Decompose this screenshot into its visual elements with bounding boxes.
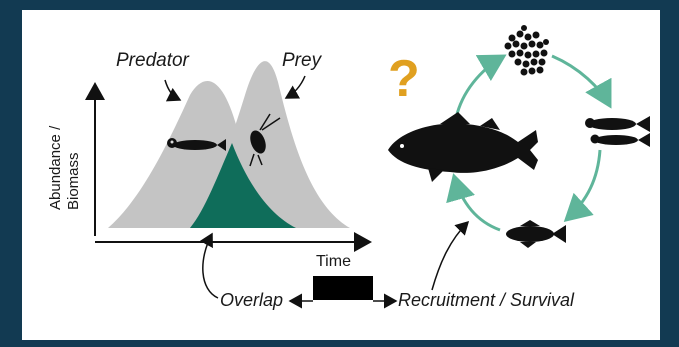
question-mark: ? bbox=[388, 50, 420, 108]
adult-fish-icon bbox=[388, 112, 538, 182]
fish-larva-icon bbox=[167, 138, 226, 151]
overlap-pointer bbox=[199, 232, 219, 299]
prey-label: Prey bbox=[282, 50, 323, 71]
predator-label: Predator bbox=[116, 50, 190, 71]
y-axis-label-line2: Biomass bbox=[65, 152, 82, 210]
recruitment-pointer bbox=[431, 220, 470, 291]
cycle-arrow-juvenile-adult bbox=[446, 173, 501, 232]
fish-larvae-icon bbox=[585, 116, 650, 147]
x-axis-label: Time bbox=[316, 253, 351, 270]
fish-eggs-icon bbox=[504, 25, 549, 76]
overlap-label: Overlap bbox=[220, 290, 283, 310]
predator-pointer bbox=[164, 79, 182, 102]
overlap-region bbox=[190, 143, 296, 228]
copepod-icon bbox=[249, 113, 281, 167]
redaction-box bbox=[313, 276, 373, 300]
prey-pointer bbox=[284, 75, 306, 99]
cycle-arrow-larvae-juvenile bbox=[563, 149, 602, 223]
cycle-arrow-adult-eggs bbox=[454, 54, 507, 119]
juvenile-fish-icon bbox=[506, 220, 566, 248]
cycle-arrow-eggs-larvae bbox=[551, 54, 612, 109]
y-axis-label-line1: Abundance / bbox=[47, 125, 64, 210]
recruitment-label: Recruitment / Survival bbox=[398, 290, 575, 310]
